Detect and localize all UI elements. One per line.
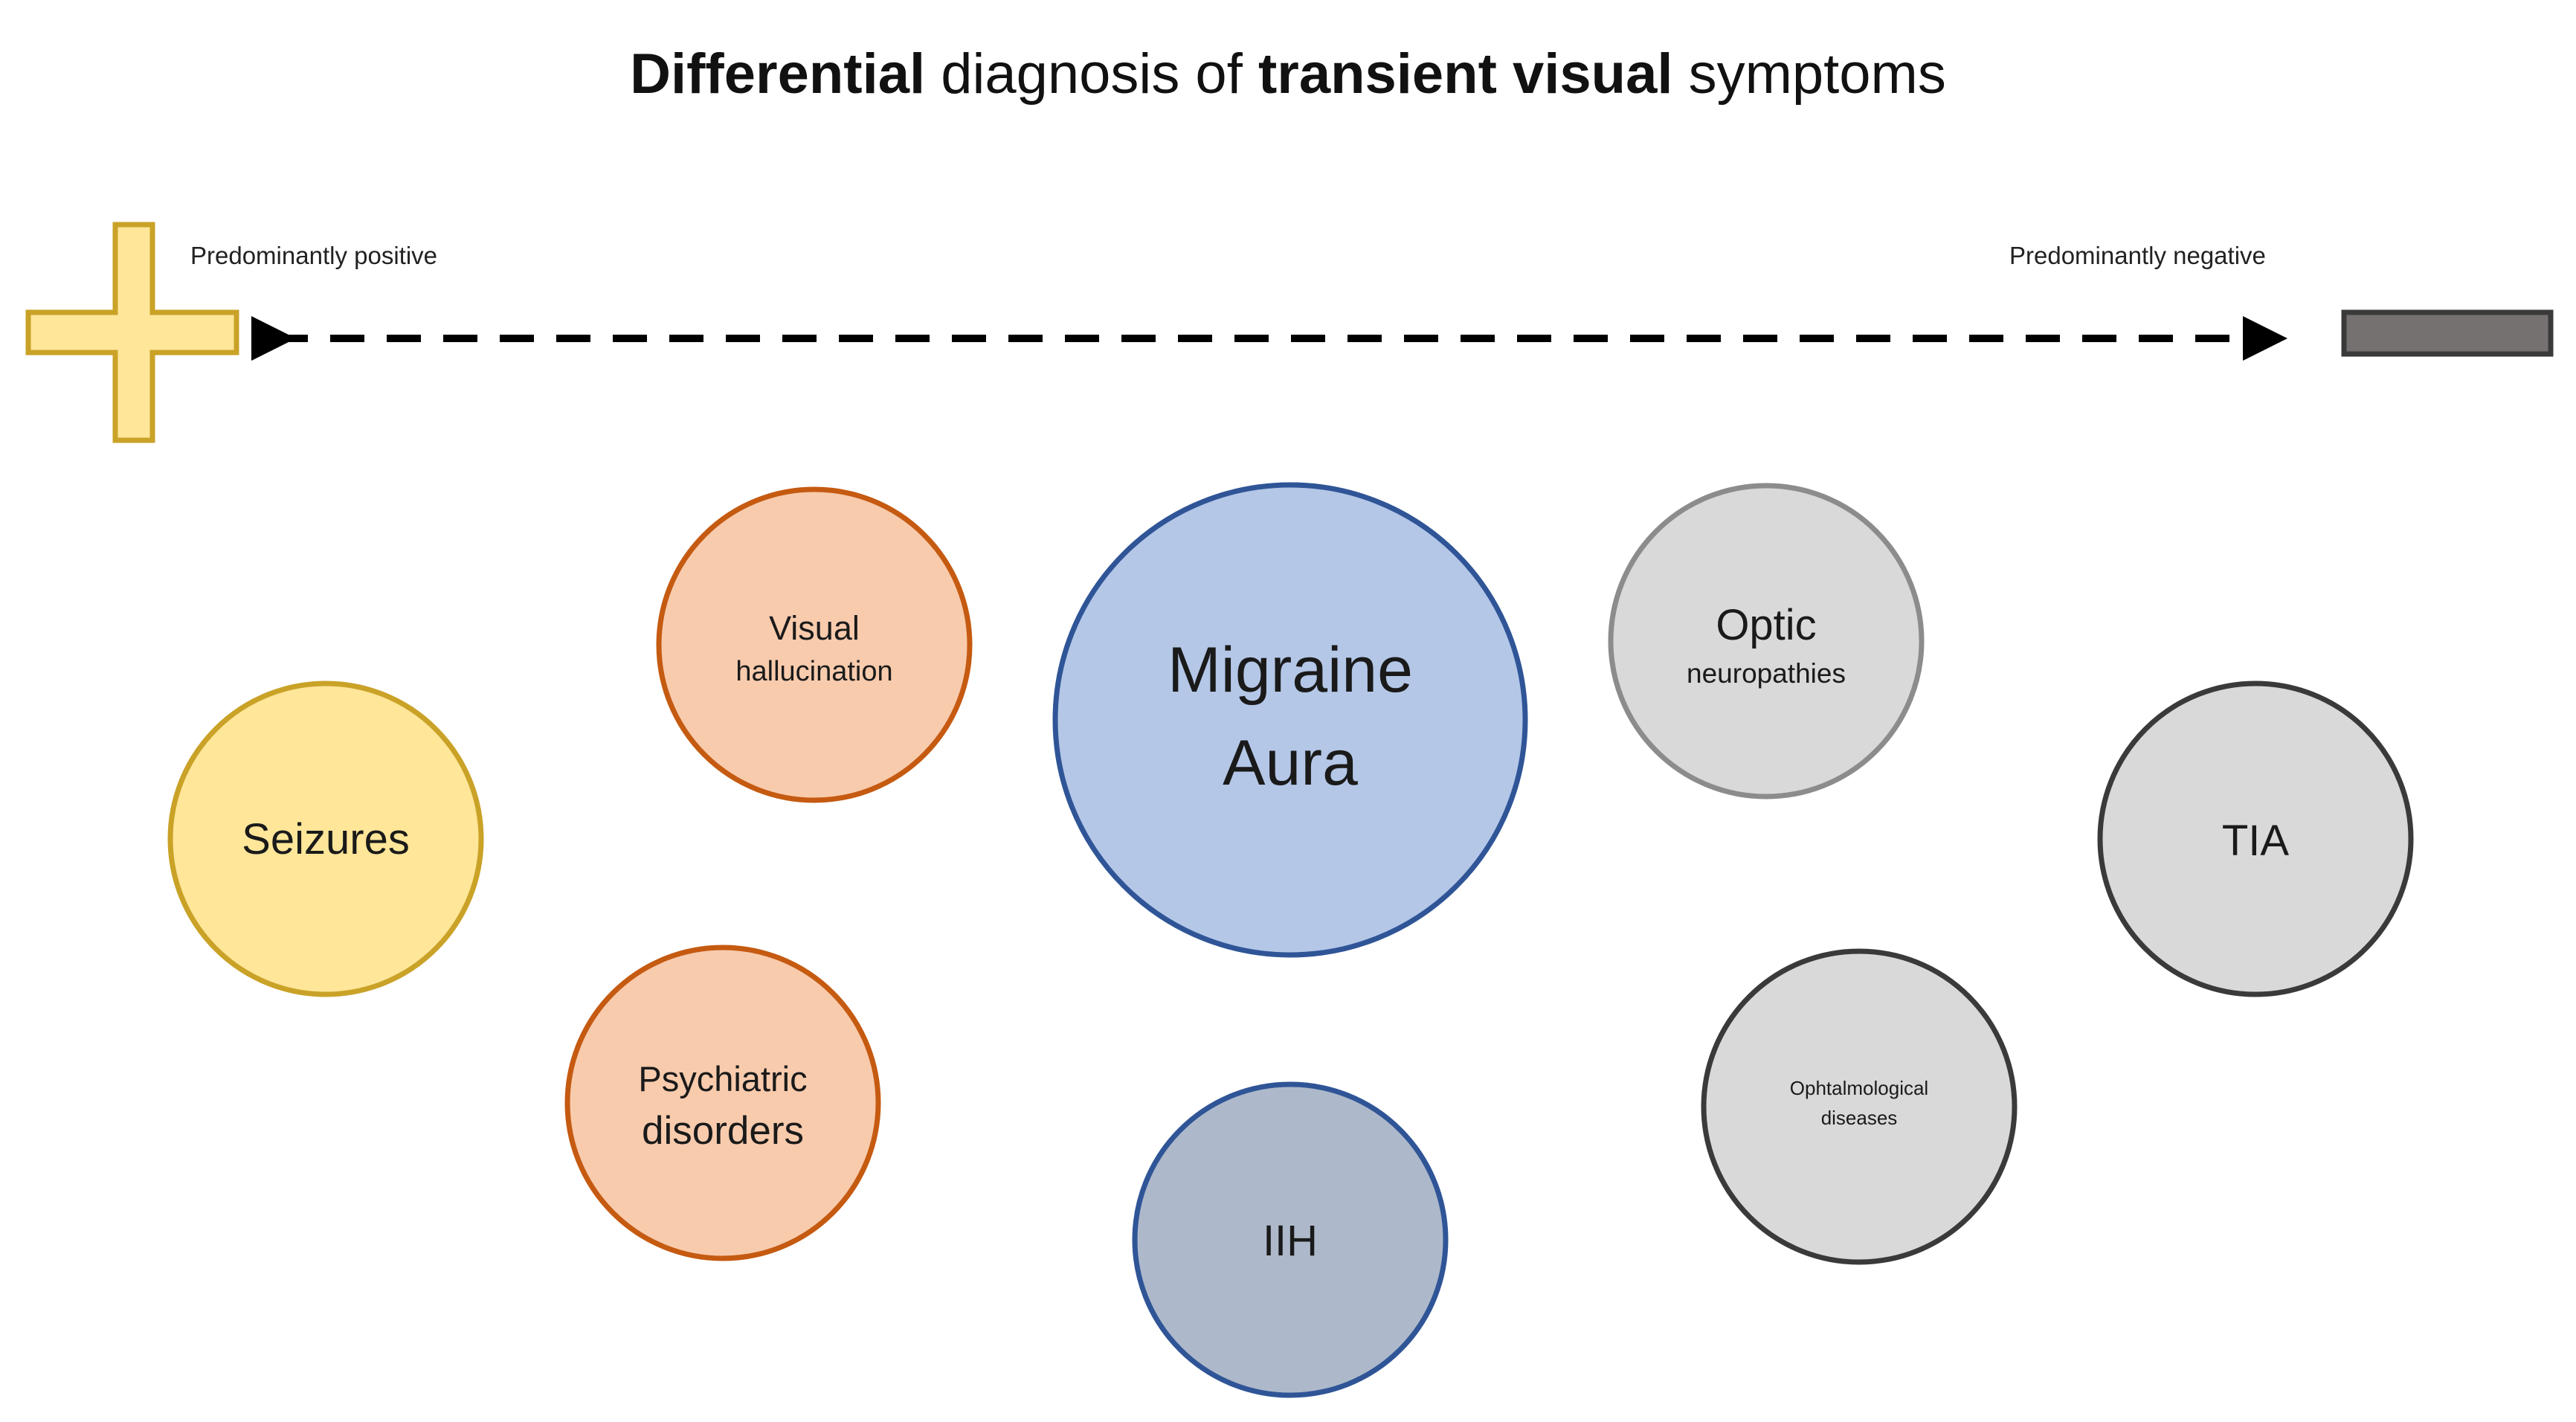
psychiatric-disorders-circle — [564, 945, 881, 1261]
visual-hallucination-label-line2: hallucination — [735, 656, 892, 687]
ophtalmological-diseases-label-line1: Ophtalmological — [1790, 1077, 1928, 1099]
seizures-label: Seizures — [242, 815, 410, 863]
node-ophtalmological-diseases: Ophtalmological diseases — [1701, 948, 2018, 1265]
negative-label: Predominantly negative — [2009, 242, 2266, 269]
optic-neuropathies-circle — [1608, 483, 1925, 800]
migraine-aura-label-line2: Aura — [1223, 727, 1358, 799]
psychiatric-disorders-label-line1: Psychiatric — [638, 1059, 807, 1098]
ophtalmological-diseases-label-line2: diseases — [1821, 1107, 1898, 1129]
node-tia: TIA — [2097, 681, 2414, 997]
migraine-aura-circle — [1052, 482, 1528, 958]
seizures-circle — [167, 681, 484, 997]
iih-circle — [1132, 1081, 1449, 1398]
diagram-title: Differential diagnosis of transient visu… — [630, 42, 1946, 106]
positive-label: Predominantly positive — [190, 242, 437, 269]
node-iih: IIH — [1132, 1081, 1449, 1398]
node-optic-neuropathies: Optic neuropathies — [1608, 483, 1925, 800]
visual-hallucination-label-line1: Visual — [769, 609, 860, 647]
title-part-diagnosis-of: diagnosis of — [925, 42, 1258, 106]
optic-neuropathies-label-line1: Optic — [1716, 601, 1816, 649]
node-migraine-aura: Migraine Aura — [1052, 482, 1528, 958]
optic-neuropathies-label-line2: neuropathies — [1687, 658, 1846, 689]
tia-circle — [2097, 681, 2414, 997]
node-visual-hallucination: Visual hallucination — [656, 486, 973, 803]
plus-icon — [25, 222, 239, 443]
visual-hallucination-circle — [656, 486, 973, 803]
title-part-symptoms: symptoms — [1672, 42, 1945, 106]
migraine-aura-label-line1: Migraine — [1168, 634, 1413, 706]
node-seizures: Seizures — [167, 681, 484, 997]
minus-icon — [2341, 309, 2554, 357]
title-part-transient-visual: transient visual — [1258, 42, 1673, 106]
ophtalmological-diseases-circle — [1701, 948, 2018, 1265]
title-part-differential: Differential — [630, 42, 925, 106]
psychiatric-disorders-label-line2: disorders — [642, 1109, 804, 1153]
iih-label: IIH — [1263, 1217, 1318, 1265]
tia-label: TIA — [2222, 817, 2290, 865]
node-psychiatric-disorders: Psychiatric disorders — [564, 945, 881, 1261]
